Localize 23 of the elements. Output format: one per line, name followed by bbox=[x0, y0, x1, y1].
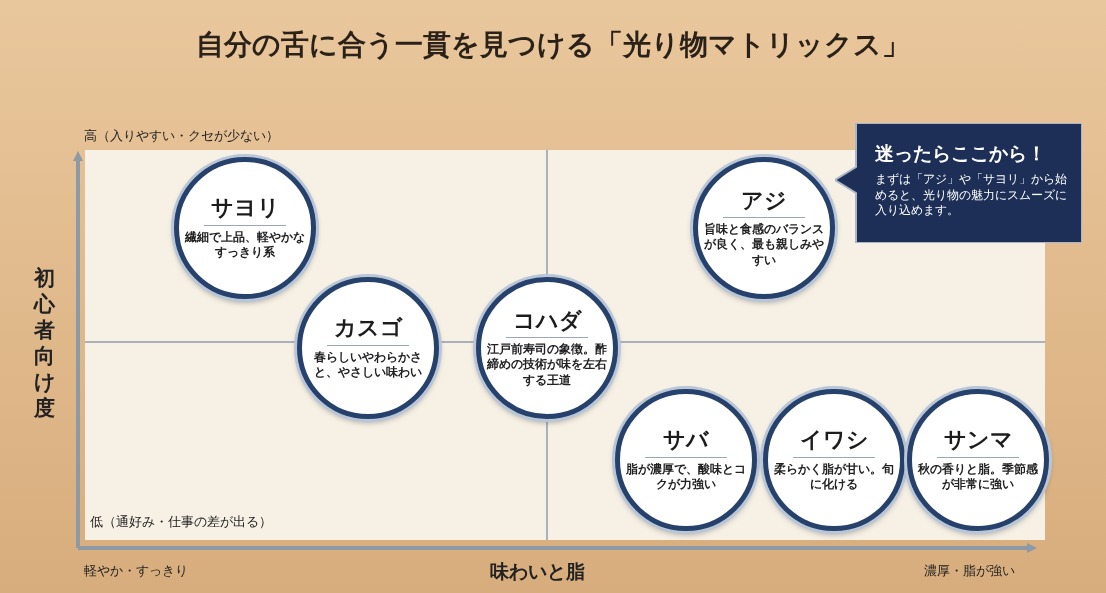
fish-description: 脂が濃厚で、酸味とコクが力強い bbox=[625, 461, 747, 493]
fish-name: イワシ bbox=[799, 427, 869, 452]
fish-description: 繊細で上品、軽やかなすっきり系 bbox=[183, 229, 306, 261]
axis-title: 味わいと脂 bbox=[490, 559, 585, 584]
axis-label: 高（入りやすい・クセが少ない） bbox=[84, 127, 279, 145]
fish-name: コハダ bbox=[512, 307, 582, 332]
fish-name: カスゴ bbox=[333, 315, 403, 340]
fish-description: 江戸前寿司の象徴。酢締めの技術が味を左右する王道 bbox=[486, 341, 608, 389]
fish-name: アジ bbox=[741, 187, 787, 212]
fish-description: 秋の香りと脂。季節感が非常に強い bbox=[917, 461, 1039, 493]
title: 自分の舌に合う一貫を見つける「光り物マトリックス」 bbox=[195, 27, 911, 63]
fish-name: サバ bbox=[663, 427, 709, 452]
axis-label: 低（通好み・仕事の差が出る） bbox=[90, 513, 272, 531]
fish-description: 春らしいやわらかさと、やさしい味わい bbox=[313, 349, 423, 381]
axis-title: 初心者向け度 bbox=[34, 265, 56, 421]
fish-name: サヨリ bbox=[210, 195, 280, 220]
fish-description: 旨味と食感のバランスが良く、最も親しみやすい bbox=[703, 221, 825, 269]
axis-label: 濃厚・脂が強い bbox=[924, 562, 1015, 580]
fish-name: サンマ bbox=[943, 427, 1013, 452]
callout-heading: 迷ったらここから！ bbox=[875, 141, 1046, 166]
callout-text: まずは「アジ」や「サヨリ」から始めると、光り物の魅力にスムーズに入り込めます。 bbox=[875, 172, 1068, 219]
fish-description: 柔らかく脂が甘い。旬に化ける bbox=[773, 461, 895, 493]
axis-label: 軽やか・すっきり bbox=[84, 562, 188, 580]
